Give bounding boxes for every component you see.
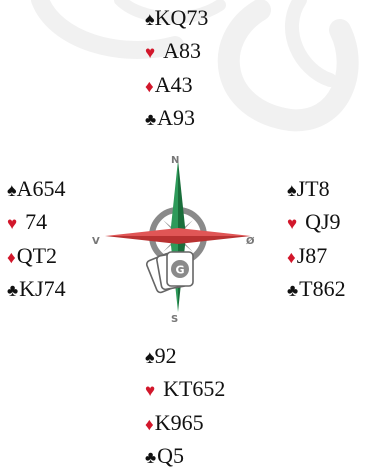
spade-icon: ♠ [287, 174, 297, 207]
compass-rose-icon: G [85, 150, 271, 320]
west-spades: ♠A654 [7, 172, 66, 205]
north-clubs-cards: A93 [157, 105, 195, 130]
south-hand: ♠92 ♥ KT652 ♦K965 ♣Q5 [145, 339, 225, 473]
club-icon: ♣ [145, 103, 156, 136]
east-diamonds: ♦J87 [287, 239, 346, 272]
south-hearts: ♥ KT652 [145, 372, 225, 405]
east-spades: ♠JT8 [287, 172, 346, 205]
direction-east-label: Ø [246, 236, 255, 247]
diamond-icon: ♦ [7, 241, 16, 274]
south-spades-cards: 92 [155, 343, 177, 368]
north-hand: ♠KQ73 ♥ A83 ♦A43 ♣A93 [145, 1, 208, 135]
south-diamonds-cards: K965 [155, 410, 204, 435]
east-hearts: ♥ QJ9 [287, 205, 346, 238]
west-diamonds-cards: QT2 [17, 243, 57, 268]
club-icon: ♣ [145, 441, 156, 474]
spade-icon: ♠ [145, 341, 155, 374]
east-clubs: ♣T862 [287, 272, 346, 305]
east-hand: ♠JT8 ♥ QJ9 ♦J87 ♣T862 [287, 172, 346, 306]
east-spades-cards: JT8 [297, 176, 330, 201]
heart-icon: ♥ [145, 36, 155, 69]
direction-north-label: N [171, 155, 179, 166]
north-hearts: ♥ A83 [145, 34, 208, 67]
west-clubs: ♣KJ74 [7, 272, 66, 305]
south-clubs-cards: Q5 [157, 443, 184, 468]
north-diamonds: ♦A43 [145, 68, 208, 101]
west-clubs-cards: KJ74 [19, 276, 65, 301]
south-hearts-cards: KT652 [163, 376, 225, 401]
heart-icon: ♥ [7, 207, 17, 240]
diamond-icon: ♦ [145, 70, 154, 103]
club-icon: ♣ [7, 274, 18, 307]
east-clubs-cards: T862 [299, 276, 345, 301]
club-icon: ♣ [287, 274, 298, 307]
north-hearts-cards: A83 [163, 38, 201, 63]
south-diamonds: ♦K965 [145, 406, 225, 439]
south-clubs: ♣Q5 [145, 439, 225, 472]
north-spades-cards: KQ73 [155, 5, 209, 30]
diamond-icon: ♦ [287, 241, 296, 274]
east-hearts-cards: QJ9 [305, 209, 340, 234]
west-hand: ♠A654 ♥ 74 ♦QT2 ♣KJ74 [7, 172, 66, 306]
north-spades: ♠KQ73 [145, 1, 208, 34]
west-hearts-cards: 74 [25, 209, 47, 234]
compass-badge-letter: G [175, 264, 184, 277]
west-hearts: ♥ 74 [7, 205, 66, 238]
spade-icon: ♠ [7, 174, 17, 207]
diamond-icon: ♦ [145, 408, 154, 441]
direction-south-label: S [171, 314, 178, 325]
north-clubs: ♣A93 [145, 101, 208, 134]
heart-icon: ♥ [287, 207, 297, 240]
north-diamonds-cards: A43 [155, 72, 193, 97]
east-diamonds-cards: J87 [297, 243, 328, 268]
south-spades: ♠92 [145, 339, 225, 372]
heart-icon: ♥ [145, 374, 155, 407]
west-diamonds: ♦QT2 [7, 239, 66, 272]
direction-west-label: V [92, 236, 100, 247]
west-spades-cards: A654 [17, 176, 66, 201]
spade-icon: ♠ [145, 3, 155, 36]
